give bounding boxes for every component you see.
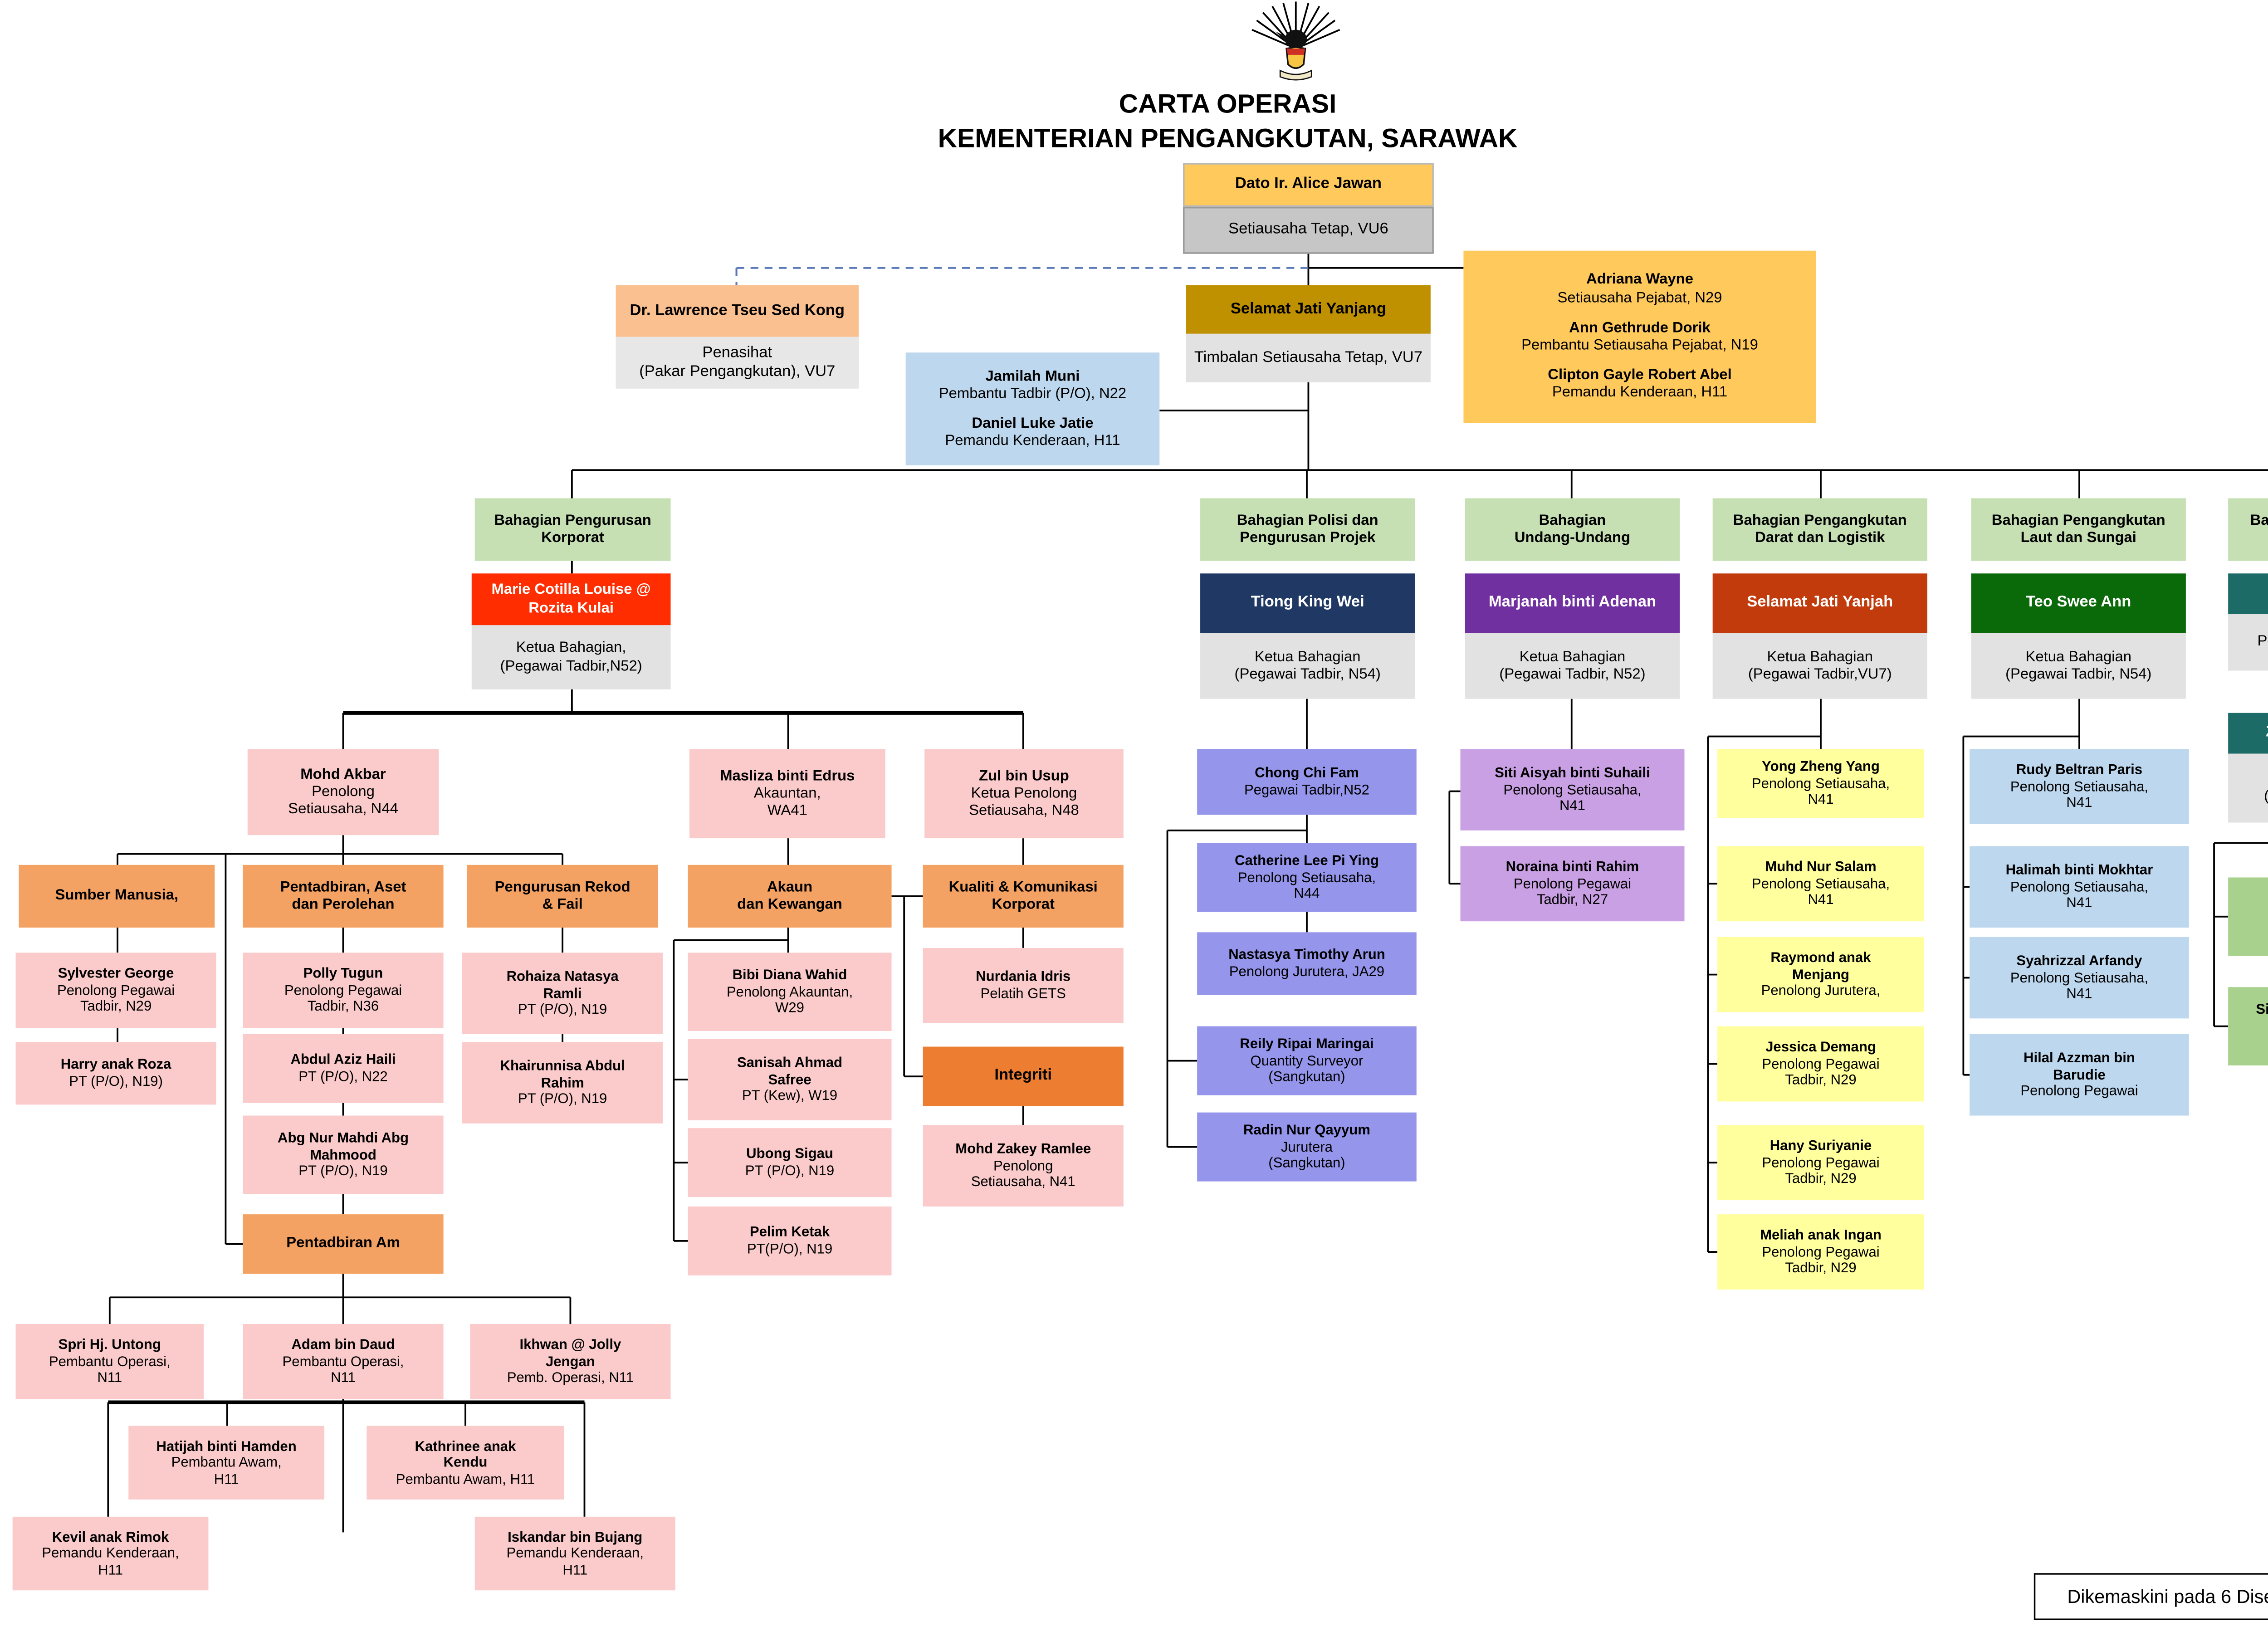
org-node-udara-chief-role: Ketua Bahagian(Pegawai Tadbir, N44) — [2228, 753, 2268, 823]
org-node-hdr-darat: Bahagian Pengangkutan Darat dan Logistik — [1712, 498, 1927, 561]
org-node-polisi-chief-role: Ketua Bahagian(Pegawai Tadbir, N54) — [1200, 633, 1415, 699]
org-node-timbalan-role: Timbalan Setiausaha Tetap, VU7 — [1186, 333, 1431, 382]
org-node-hdr-laut: Bahagian Pengangkutan Laut dan Sungai — [1971, 498, 2186, 561]
org-node-hdr-polisi: Bahagian Polisi dan Pengurusan Projek — [1200, 498, 1415, 561]
org-node-footer-updated: Dikemaskini pada 6 Disember 2023 — [2033, 1573, 2268, 1620]
org-node-dato-name: Dato Ir. Alice Jawan — [1183, 163, 1434, 207]
org-node-siti-nurafiqah: Siti Nurafiqah binti IsrailPenolong Pega… — [2228, 987, 2268, 1065]
sarawak-crest-logo — [1251, 1, 1340, 81]
org-node-grp-sumber: Sumber Manusia, — [19, 865, 215, 928]
org-node-hdr-udara: Bahagian Pengangkutan Udara — [2228, 498, 2268, 561]
org-node-udara-advisor-role: Penasihat Teknikal, N54 — [2228, 614, 2268, 671]
org-node-integriti: Integriti — [923, 1046, 1124, 1106]
org-node-hdr-korporat: Bahagian Pengurusan Korporat — [474, 498, 671, 561]
org-node-grp-rekod: Pengurusan Rekod& Fail — [467, 865, 658, 928]
org-node-udara-chief: Zulkarnain bin Rosli — [2228, 713, 2268, 754]
org-node-korporat-chief: Marie Cotilla Louise @ Rozita Kulai — [471, 573, 671, 625]
org-node-penasihat-name: Dr. Lawrence Tseu Sed Kong — [616, 285, 859, 337]
org-node-korporat-chief-role: Ketua Bahagian,(Pegawai Tadbir,N52) — [471, 625, 671, 689]
org-node-udara-advisor: Sio Yew Hua — [2228, 573, 2268, 615]
org-node-laut-chief-role: Ketua Bahagian(Pegawai Tadbir, N54) — [1971, 633, 2186, 699]
org-node-polisi-chief: Tiong King Wei — [1200, 573, 1415, 633]
org-node-laut-chief: Teo Swee Ann — [1971, 573, 2186, 633]
org-node-darat-chief-role: Ketua Bahagian(Pegawai Tadbir,VU7) — [1712, 633, 1927, 699]
org-node-penasihat-role: Penasihat(Pakar Pengangkutan), VU7 — [616, 337, 859, 389]
org-node-muhammad-faez: Muhammad FaezMohamedPenolong Setiausaha, — [2228, 877, 2268, 956]
org-node-dato-role: Setiausaha Tetap, VU6 — [1183, 206, 1434, 254]
chart-title-line1: CARTA OPERASI — [1119, 89, 1337, 119]
org-node-grp-pentadbiran-am: Pentadbiran Am — [243, 1214, 444, 1274]
org-node-timbalan-name: Selamat Jati Yanjang — [1186, 285, 1431, 334]
chart-title-line2: KEMENTERIAN PENGANGKUTAN, SARAWAK — [938, 123, 1518, 154]
org-node-darat-chief: Selamat Jati Yanjah — [1712, 573, 1927, 633]
org-node-undang-chief: Marjanah binti Adenan — [1465, 573, 1680, 633]
org-node-undang-chief-role: Ketua Bahagian(Pegawai Tadbir, N52) — [1465, 633, 1680, 699]
